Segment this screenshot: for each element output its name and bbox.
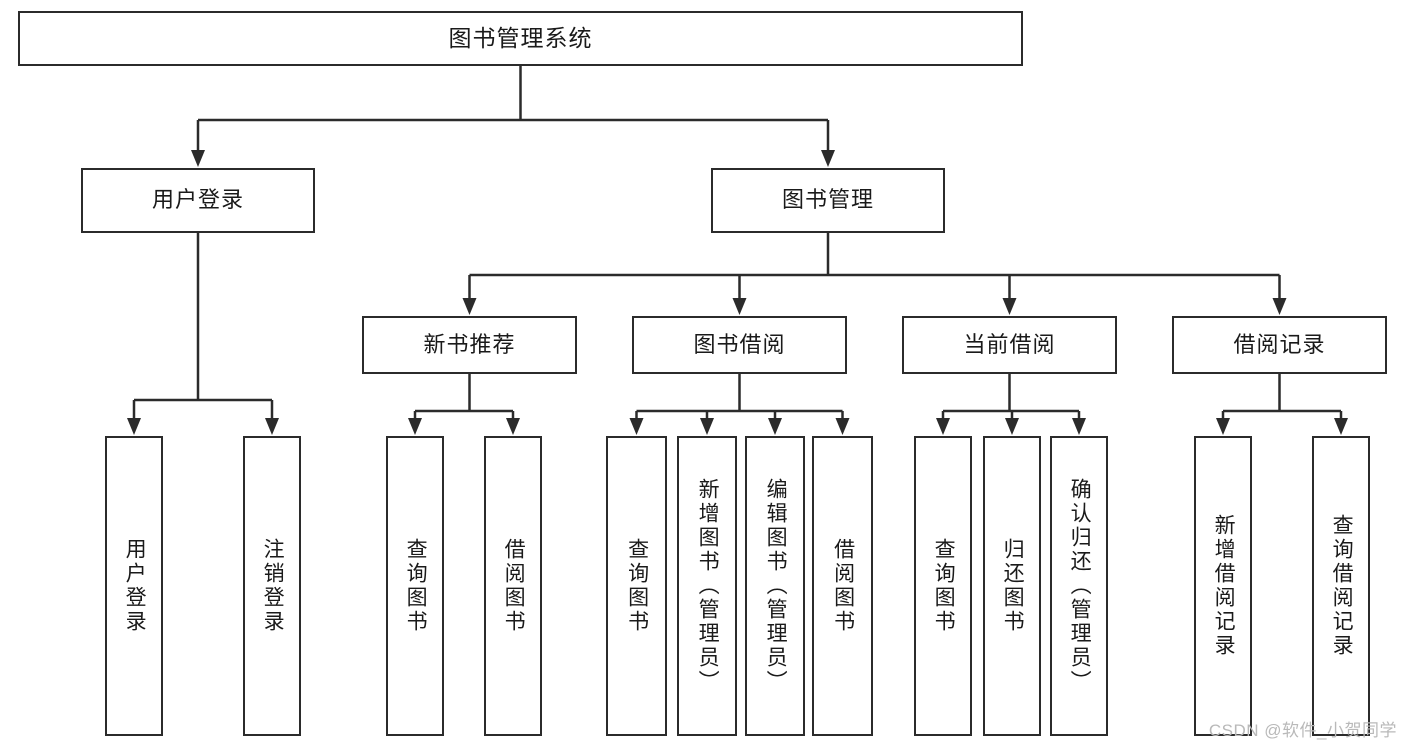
node-label: 新增图书（管理员） bbox=[696, 478, 720, 694]
node-label: 借阅图书 bbox=[502, 538, 526, 634]
node-label: 查询图书 bbox=[625, 538, 649, 634]
node-leaf-confirm-return[interactable]: 确认归还（管理员） bbox=[1050, 436, 1108, 736]
node-book-borrow[interactable]: 图书借阅 bbox=[632, 316, 847, 374]
node-label: 注销登录 bbox=[261, 538, 285, 634]
node-leaf-logout-login[interactable]: 注销登录 bbox=[243, 436, 301, 736]
node-new-book-recommend[interactable]: 新书推荐 bbox=[362, 316, 577, 374]
node-label: 图书管理 bbox=[781, 187, 874, 213]
node-label: 图书借阅 bbox=[693, 331, 786, 357]
node-label: 确认归还（管理员） bbox=[1068, 478, 1092, 694]
node-leaf-query-book-1[interactable]: 查询图书 bbox=[386, 436, 444, 736]
node-leaf-add-record[interactable]: 新增借阅记录 bbox=[1194, 436, 1252, 736]
node-root[interactable]: 图书管理系统 bbox=[18, 11, 1023, 66]
node-label: 新书推荐 bbox=[423, 331, 516, 357]
node-label: 查询图书 bbox=[404, 538, 428, 634]
node-leaf-add-book[interactable]: 新增图书（管理员） bbox=[677, 436, 737, 736]
node-label: 用户登录 bbox=[123, 538, 147, 634]
node-leaf-edit-book[interactable]: 编辑图书（管理员） bbox=[745, 436, 805, 736]
node-book-manage[interactable]: 图书管理 bbox=[711, 168, 945, 233]
node-label: 借阅图书 bbox=[831, 538, 855, 634]
node-label: 借阅记录 bbox=[1233, 331, 1326, 357]
node-leaf-query-book-3[interactable]: 查询图书 bbox=[914, 436, 972, 736]
node-label: 新增借阅记录 bbox=[1212, 514, 1236, 658]
node-leaf-query-book-2[interactable]: 查询图书 bbox=[606, 436, 667, 736]
node-leaf-user-login[interactable]: 用户登录 bbox=[105, 436, 163, 736]
node-borrow-record[interactable]: 借阅记录 bbox=[1172, 316, 1387, 374]
node-label: 当前借阅 bbox=[963, 331, 1056, 357]
node-label: 归还图书 bbox=[1001, 538, 1025, 634]
node-label: 查询图书 bbox=[932, 538, 956, 634]
node-leaf-return-book[interactable]: 归还图书 bbox=[983, 436, 1041, 736]
node-label: 查询借阅记录 bbox=[1330, 514, 1354, 658]
node-leaf-query-record[interactable]: 查询借阅记录 bbox=[1312, 436, 1370, 736]
node-current-borrow[interactable]: 当前借阅 bbox=[902, 316, 1117, 374]
node-leaf-borrow-book-2[interactable]: 借阅图书 bbox=[812, 436, 873, 736]
node-label: 用户登录 bbox=[151, 187, 244, 213]
node-label: 编辑图书（管理员） bbox=[764, 478, 788, 694]
node-leaf-borrow-book-1[interactable]: 借阅图书 bbox=[484, 436, 542, 736]
node-label: 图书管理系统 bbox=[448, 24, 593, 51]
watermark-text: CSDN @软件_小贺同学 bbox=[1208, 721, 1397, 740]
node-user-login[interactable]: 用户登录 bbox=[81, 168, 315, 233]
